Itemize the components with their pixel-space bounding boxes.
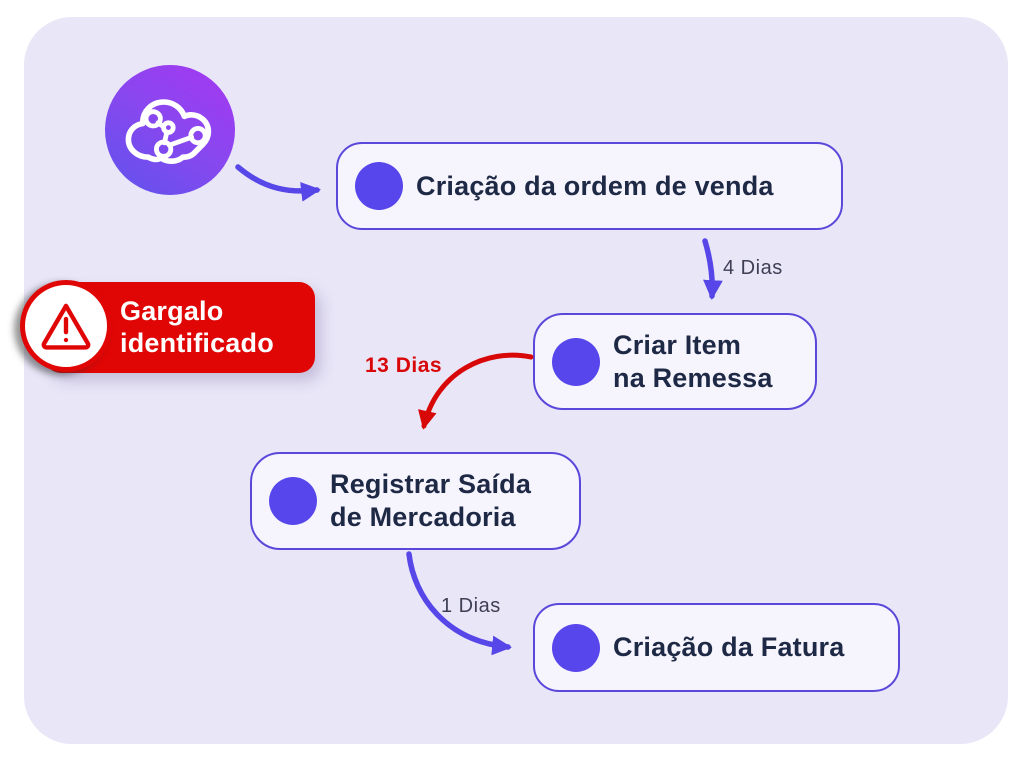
node-dot-icon bbox=[552, 337, 600, 386]
node-delivery-item: Criar Item na Remessa bbox=[533, 313, 817, 410]
ai-cloud-circuit-icon bbox=[105, 65, 235, 195]
bottleneck-badge-label: Gargalo identificado bbox=[120, 295, 274, 358]
node-sales-order: Criação da ordem de venda bbox=[336, 142, 843, 230]
node-invoice: Criação da Fatura bbox=[533, 603, 900, 692]
edge-duration-label: 1 Dias bbox=[441, 595, 501, 617]
edge-duration-label-bottleneck: 13 Dias bbox=[365, 354, 443, 377]
node-dot-icon bbox=[552, 623, 600, 672]
bottleneck-badge: Gargalo identificado bbox=[45, 282, 315, 373]
node-dot-icon bbox=[269, 477, 317, 525]
warning-triangle-icon bbox=[20, 280, 112, 372]
node-dot-icon bbox=[355, 162, 403, 210]
node-goods-issue: Registrar Saída de Mercadoria bbox=[250, 452, 581, 550]
node-label: Registrar Saída de Mercadoria bbox=[330, 469, 532, 532]
node-label: Criar Item na Remessa bbox=[613, 329, 773, 393]
edge-duration-label: 4 Dias bbox=[723, 257, 783, 279]
node-label: Criação da Fatura bbox=[613, 632, 845, 663]
node-label: Criação da ordem de venda bbox=[416, 170, 774, 201]
